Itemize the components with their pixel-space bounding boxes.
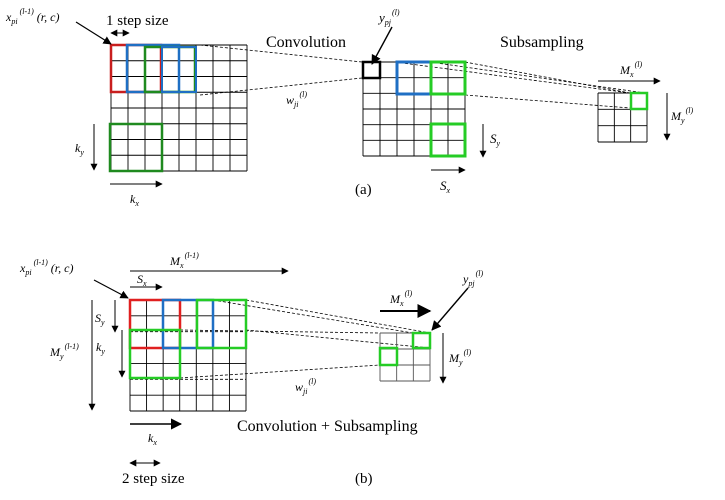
sub-map-a [597, 92, 648, 143]
input-grid-b [129, 299, 247, 412]
dashed-guides-b [179, 299, 431, 379]
kx-label-a: kx [130, 192, 139, 208]
my-label-a: My(l) [670, 106, 693, 125]
y-pointer-arrow-a [371, 26, 393, 65]
y-output-label-b: ypj(l) [462, 269, 483, 288]
caption-a: (a) [355, 182, 372, 198]
conv-cell-green-bottom [429, 122, 467, 158]
conv-sub-label-b: Convolution + Subsampling [237, 418, 418, 435]
x-pointer-arrow-b [93, 279, 129, 299]
kernel-window-red [109, 43, 163, 94]
kernel-window-blue [125, 43, 181, 94]
mx-label-b: Mx(l) [389, 289, 412, 308]
ky-label-b: ky [96, 340, 105, 356]
mx-label-a: Mx(l) [619, 60, 642, 79]
step-size-label-a: 1 step size [106, 13, 169, 29]
kernel-window-blue-2 [161, 46, 197, 93]
window-b-green-left [128, 328, 182, 380]
y-pointer-arrow-b [431, 287, 469, 331]
my-prev-label-b: My(l-1) [49, 342, 79, 361]
window-b-red [128, 298, 182, 350]
kx-label-b: kx [148, 431, 157, 447]
convolution-label-a: Convolution [266, 34, 346, 51]
ky-label-a: ky [75, 141, 84, 157]
x-input-label-b: xpi(l-1)(r, c) [19, 258, 73, 277]
window-b-blue [161, 298, 215, 350]
step-size-label-b: 2 step size [122, 471, 185, 487]
sub-cell-green [629, 91, 649, 111]
kernel-window-green-1 [143, 45, 197, 94]
sx-label-a: Sx [440, 178, 451, 195]
my-label-b: My(l) [448, 348, 471, 367]
out-b-cell-green-right [411, 331, 432, 350]
panel-a: 1 step size Convolution Subsampling (a) … [5, 7, 693, 208]
conv-map-a [362, 61, 466, 157]
w-weight-label-b: wji(l) [295, 377, 316, 396]
x-input-label-a: xpi(l-1)(r, c) [5, 7, 59, 26]
x-pointer-arrow-a [75, 21, 112, 45]
sx-label-b: Sx [137, 272, 147, 288]
conv-cell-black [361, 60, 382, 80]
sy-label-a: Sy [490, 131, 501, 148]
sy-label-b: Sy [95, 311, 105, 327]
conv-cell-green-top [429, 60, 467, 96]
window-b-green-top [195, 298, 248, 350]
mx-prev-label-b: Mx(l-1) [169, 251, 199, 270]
y-output-label-a: ypj(l) [377, 8, 400, 27]
dashed-guides-a [199, 44, 646, 109]
caption-b: (b) [355, 471, 373, 487]
subsampling-label-a: Subsampling [500, 34, 584, 51]
kernel-window-green-2 [108, 122, 164, 173]
w-weight-label-a: wji(l) [286, 90, 307, 109]
out-map-b [379, 332, 431, 382]
panel-b: Convolution + Subsampling 2 step size (b… [19, 251, 483, 487]
out-b-cell-green-left [378, 346, 399, 367]
